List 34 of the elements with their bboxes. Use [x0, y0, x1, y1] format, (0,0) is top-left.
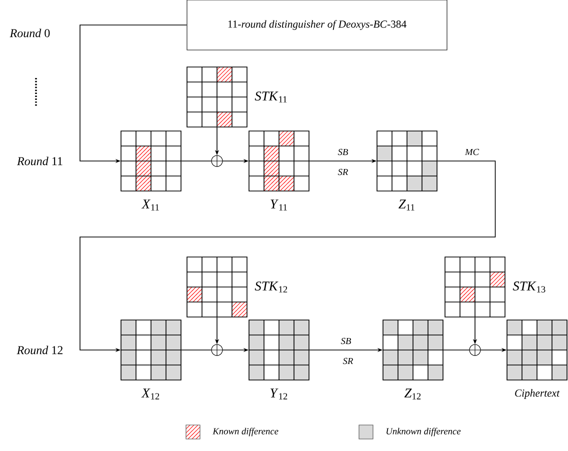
- state-grid: [248, 320, 310, 380]
- grid-label: X$_{11}$: [141, 200, 159, 210]
- grid-label: Y$_{11}$: [270, 200, 287, 210]
- grid-label: STK$_{13}$: [512, 282, 546, 292]
- operation-label: SR: [342, 358, 354, 364]
- grid-label: STK$_{12}$: [254, 282, 288, 292]
- grid-label: Y$_{12}$: [270, 388, 288, 400]
- state-grid: [248, 130, 310, 192]
- legend-text: Unknown difference: [386, 428, 461, 436]
- state-grid: [506, 320, 568, 380]
- state-grid: [186, 66, 248, 128]
- grid-label: STK$_{11}$: [254, 92, 287, 102]
- grid-label: Z$_{12}$: [404, 388, 421, 400]
- grid-label: Z$_{11}$: [398, 200, 414, 210]
- title-box: 11-round distinguisher of Deoxys-BC-384: [186, 0, 448, 50]
- state-grid: [186, 256, 248, 318]
- round-label: Round 11: [16, 156, 62, 166]
- state-grid: [120, 130, 182, 192]
- round-label: Round 12: [16, 346, 63, 354]
- edge-label: MC: [464, 148, 480, 156]
- state-grid: [382, 320, 444, 380]
- edge-label: SB: [338, 148, 348, 156]
- legend-text: Known difference: [212, 428, 278, 436]
- state-grid: [376, 130, 438, 192]
- state-grid: [444, 256, 506, 318]
- xor-symbol: [468, 344, 482, 356]
- xor-symbol: [210, 344, 224, 356]
- operation-label: SR: [338, 168, 348, 176]
- grid-label: X$_{12}$: [141, 388, 160, 400]
- state-grid: [120, 320, 182, 380]
- round-label: Round 0: [10, 28, 50, 38]
- grid-label: Ciphertext: [515, 389, 560, 399]
- xor-symbol: [210, 154, 224, 168]
- edge-label: SB: [340, 338, 351, 344]
